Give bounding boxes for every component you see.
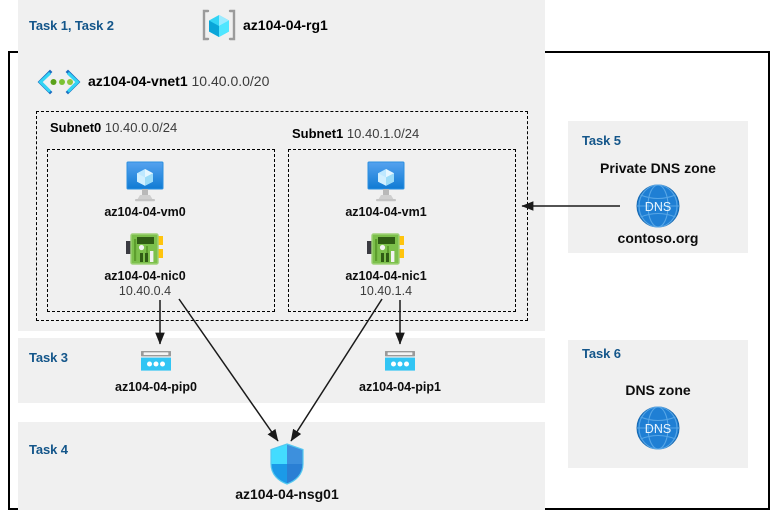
vnet-title: az104-04-vnet1 10.40.0.0/20 — [88, 73, 269, 89]
pip1-node: az104-04-pip1 — [348, 348, 452, 395]
network-interface-icon — [126, 233, 163, 265]
virtual-machine-icon — [367, 161, 405, 202]
vnet-shaded-region — [18, 51, 545, 331]
network-security-group-shield-icon — [270, 443, 304, 485]
dns-zone-node: DNS — [608, 405, 708, 451]
dns-globe-icon: DNS — [636, 184, 680, 228]
task-label-5: Task 5 — [582, 133, 621, 148]
nic0-ip: 10.40.0.4 — [118, 284, 172, 298]
vm1-label: az104-04-vm1 — [345, 205, 427, 219]
nic1-ip: 10.40.1.4 — [359, 284, 413, 298]
task3-panel — [18, 338, 545, 403]
nic0-label: az104-04-nic0 — [104, 269, 186, 283]
nic1-label: az104-04-nic1 — [345, 269, 427, 283]
resource-group-panel — [18, 0, 545, 51]
dns-icon-text: DNS — [645, 422, 671, 436]
nic1-node: az104-04-nic1 10.40.1.4 — [342, 231, 430, 299]
public-ip-address-icon — [141, 351, 171, 371]
virtual-machine-icon — [126, 161, 164, 202]
task-label-1-2: Task 1, Task 2 — [29, 18, 114, 33]
pip0-label: az104-04-pip0 — [115, 380, 197, 394]
public-ip-address-icon — [385, 351, 415, 371]
vnet-cidr: 10.40.0.0/20 — [191, 73, 270, 89]
subnet0-cidr: 10.40.0.0/24 — [104, 120, 178, 135]
nic0-node: az104-04-nic0 10.40.0.4 — [101, 231, 189, 299]
vm1-node: az104-04-vm1 — [342, 159, 430, 220]
nsg-node: az104-04-nsg01 — [232, 443, 342, 502]
subnet0-title: Subnet0 10.40.0.0/24 — [50, 120, 177, 135]
network-interface-icon — [367, 233, 404, 265]
subnet0-box — [47, 149, 275, 312]
resource-group-icon — [201, 8, 237, 42]
task-label-3: Task 3 — [29, 350, 68, 365]
subnet0-name: Subnet0 — [50, 120, 102, 135]
subnet1-box — [288, 149, 516, 312]
task-label-4: Task 4 — [29, 442, 68, 457]
private-dns-zone-heading: Private DNS zone — [600, 160, 716, 176]
dns-zone-heading: DNS zone — [625, 382, 691, 398]
private-dns-zone-node: DNS contoso.org — [608, 183, 708, 246]
pip0-node: az104-04-pip0 — [104, 348, 208, 395]
nsg-label: az104-04-nsg01 — [235, 486, 339, 502]
dns-globe-icon: DNS — [636, 406, 680, 450]
vm0-label: az104-04-vm0 — [104, 205, 186, 219]
task-label-6: Task 6 — [582, 346, 621, 361]
resource-group-title: az104-04-rg1 — [243, 17, 328, 33]
pip1-label: az104-04-pip1 — [359, 380, 441, 394]
vm0-node: az104-04-vm0 — [101, 159, 189, 220]
subnet1-name: Subnet1 — [292, 126, 344, 141]
private-dns-zone-name: contoso.org — [617, 230, 699, 246]
subnet1-title: Subnet1 10.40.1.0/24 — [292, 126, 419, 141]
subnet1-cidr: 10.40.1.0/24 — [346, 126, 420, 141]
dns-icon-text: DNS — [645, 200, 671, 214]
virtual-network-icon — [36, 68, 82, 96]
subnets-wrapper — [36, 111, 528, 321]
vnet-name: az104-04-vnet1 — [88, 73, 188, 89]
